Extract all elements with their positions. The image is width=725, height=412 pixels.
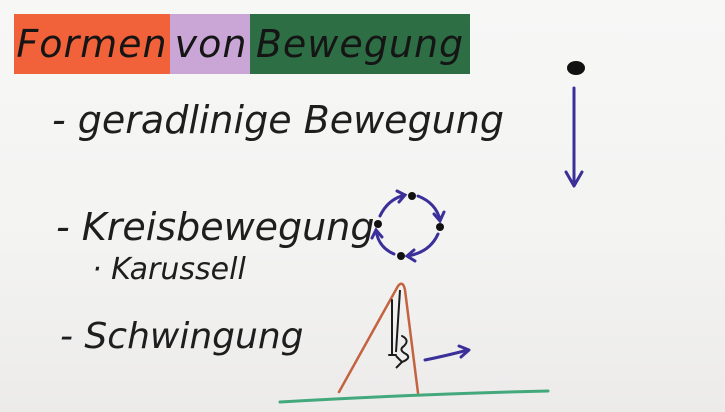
pendulum-string <box>395 289 401 353</box>
circle-arrow-4 <box>378 193 407 218</box>
item-schwingung: - Schwingung <box>60 316 304 357</box>
pendulum-frame <box>337 282 420 395</box>
title-formen-box: Formen <box>14 14 170 74</box>
pendulum-weight <box>395 355 404 369</box>
circle-arrow-3-head <box>370 227 384 240</box>
circle-dot <box>408 192 416 200</box>
item-geradlinige-bewegung: - geradlinige Bewegung <box>52 98 504 142</box>
circle-dot <box>374 220 382 228</box>
circle-dot <box>397 252 405 260</box>
linear-motion-drawing <box>564 61 585 188</box>
title-von: von <box>174 22 248 66</box>
ball-dot <box>567 61 585 75</box>
item-kreisbewegung: - Kreisbewegung <box>56 205 375 249</box>
swing-arrow <box>423 348 470 362</box>
circular-motion-drawing <box>370 189 446 263</box>
circle-arrow-2 <box>406 232 440 258</box>
circle-dot <box>436 223 444 231</box>
item-karussell: · Karussell <box>92 252 246 287</box>
title-von-box: von <box>170 14 252 74</box>
pendulum-spring <box>400 335 410 363</box>
ground-line <box>278 389 550 404</box>
pendulum-rod <box>388 299 397 356</box>
title-bewegung-box: Bewegung <box>250 14 470 74</box>
circle-arrow-4-head <box>395 189 408 204</box>
fall-arrow-head <box>564 170 584 188</box>
circle-arrow-2-head <box>404 248 417 263</box>
title-bewegung: Bewegung <box>255 22 465 66</box>
oscillation-drawing <box>278 282 550 404</box>
swing-arrow-head <box>457 344 471 359</box>
circle-arrow-1 <box>416 194 442 222</box>
title-formen: Formen <box>16 22 168 66</box>
circle-arrow-1-head <box>432 210 446 224</box>
